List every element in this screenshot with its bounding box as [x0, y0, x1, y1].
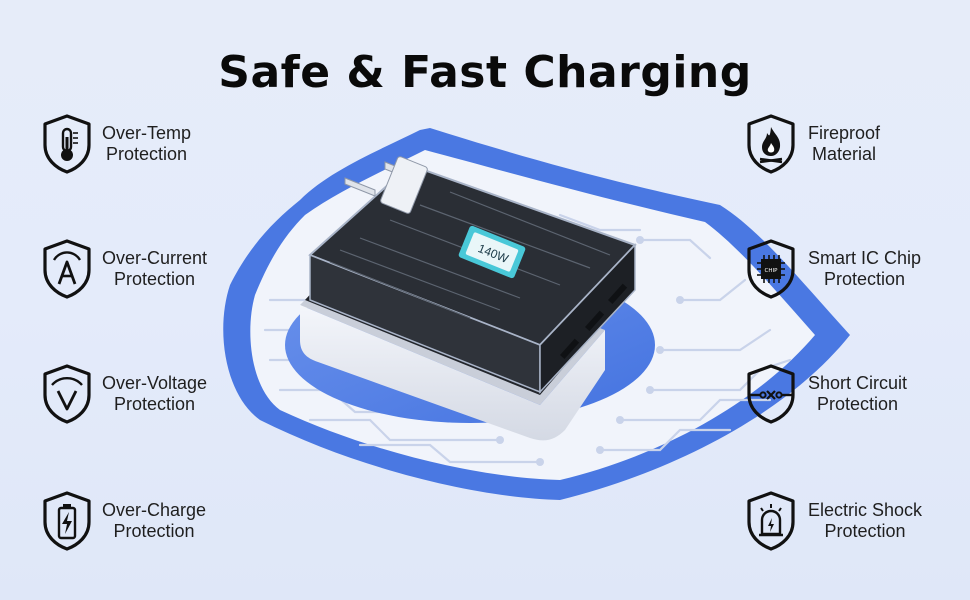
thermometer-icon — [43, 114, 91, 174]
shock-alarm-icon — [747, 491, 795, 551]
feature-label: Over-Voltage Protection — [102, 373, 208, 414]
feature-electric-shock: Electric Shock Protection — [744, 490, 922, 552]
flame-icon — [747, 114, 795, 174]
chip-icon: CHIP — [747, 239, 795, 299]
current-a-icon — [43, 239, 91, 299]
feature-label: Short Circuit Protection — [808, 373, 908, 414]
feature-label: Electric Shock Protection — [808, 500, 923, 541]
feature-label: Fireproof Material — [808, 123, 881, 164]
feature-over-charge: Over-Charge Protection — [40, 490, 206, 552]
page-title: Safe & Fast Charging — [218, 47, 752, 99]
feature-label: Smart IC Chip Protection — [808, 248, 922, 289]
voltage-v-icon — [43, 364, 91, 424]
feature-over-temp: Over-Temp Protection — [40, 113, 191, 175]
feature-short-circuit: Short Circuit Protection — [744, 363, 907, 425]
feature-smart-ic-chip: CHIP Smart IC Chip Protection — [744, 238, 921, 300]
feature-over-current: Over-Current Protection — [40, 238, 207, 300]
feature-label: Over-Current Protection — [102, 248, 208, 289]
chip-140w — [458, 225, 526, 279]
feature-fireproof: Fireproof Material — [744, 113, 880, 175]
short-circuit-icon — [747, 364, 795, 424]
plug-prongs — [344, 156, 428, 214]
feature-label: Over-Charge Protection — [102, 500, 207, 541]
feature-label: Over-Temp Protection — [102, 123, 192, 164]
battery-bolt-icon — [43, 491, 91, 551]
svg-text:CHIP: CHIP — [765, 268, 779, 274]
feature-over-voltage: Over-Voltage Protection — [40, 363, 207, 425]
